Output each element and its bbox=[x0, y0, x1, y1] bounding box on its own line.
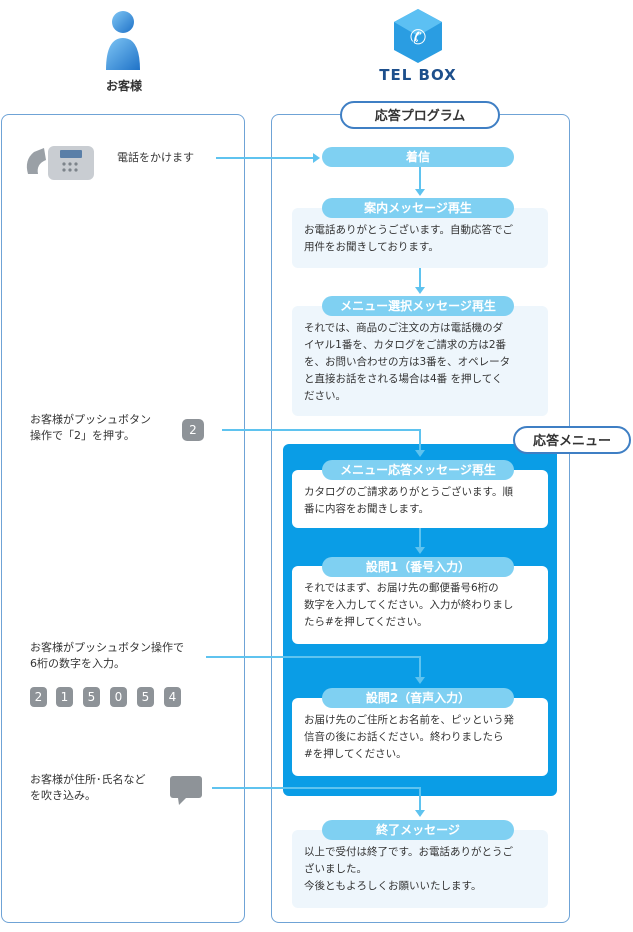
q2-line: 信音の後にお話ください。終わりましたら bbox=[304, 731, 504, 743]
end-line: ざいました。 bbox=[304, 863, 367, 875]
end-line: 以上で受付は終了です。お電話ありがとうご bbox=[304, 846, 513, 858]
key-2-button: 2 bbox=[182, 419, 204, 441]
guide-line: 用件をお聞きしております。 bbox=[304, 241, 439, 253]
flow-line bbox=[419, 528, 421, 548]
flow-arrow-icon bbox=[415, 810, 425, 817]
q1-message-box: それではまず、お届け先の郵便番号6桁の 数字を入力してください。入力が終わりまし… bbox=[292, 566, 548, 644]
voice-connector bbox=[212, 787, 421, 789]
select-line: を、お問い合わせの方は3番を、オペレータ bbox=[304, 356, 511, 368]
menu-line: 番に内容をお聞きします。 bbox=[304, 503, 429, 515]
flow-line bbox=[419, 167, 421, 190]
digit-key-label: 5 bbox=[87, 690, 96, 704]
flow-line bbox=[419, 429, 421, 451]
push2-text-line1: お客様がプッシュボタン bbox=[30, 413, 151, 426]
telephone-icon bbox=[24, 140, 96, 184]
svg-text:✆: ✆ bbox=[410, 25, 427, 49]
key-2-label: 2 bbox=[189, 423, 197, 437]
step-menu-title: メニュー応答メッセージ再生 bbox=[322, 460, 514, 480]
flow-arrow-icon bbox=[415, 189, 425, 196]
digit-key-label: 1 bbox=[60, 690, 69, 704]
digit-key: 4 bbox=[164, 687, 181, 707]
q2-message-box: お届け先のご住所とお名前を、ピッという発 信音の後にお話ください。終わりましたら… bbox=[292, 698, 548, 776]
select-line: ださい。 bbox=[304, 390, 346, 402]
flow-arrow-icon bbox=[415, 450, 425, 457]
digit-key-label: 2 bbox=[34, 690, 43, 704]
menu-label: 応答メニュー bbox=[513, 426, 631, 454]
digit-key: 1 bbox=[56, 687, 73, 707]
step-select-title: メニュー選択メッセージ再生 bbox=[322, 296, 514, 316]
step-guide-title: 案内メッセージ再生 bbox=[322, 198, 514, 218]
end-line: 今後ともよろしくお願いいたします。 bbox=[304, 880, 482, 892]
q1-line: たら#を押してください。 bbox=[304, 616, 428, 628]
q1-line: 数字を入力してください。入力が終わりまし bbox=[304, 599, 514, 611]
step-incoming: 着信 bbox=[322, 147, 514, 167]
end-message-box: 以上で受付は終了です。お電話ありがとうご ざいました。 今後ともよろしくお願いい… bbox=[292, 830, 548, 908]
select-line: それでは、商品のご注文の方は電話機のダ bbox=[304, 322, 504, 334]
q1-line: それではまず、お届け先の郵便番号6桁の bbox=[304, 582, 499, 594]
call-arrow-icon bbox=[313, 153, 320, 163]
q2-line: #を押してください。 bbox=[304, 748, 407, 760]
flow-arrow-icon bbox=[415, 547, 425, 554]
call-text: 電話をかけます bbox=[117, 151, 194, 164]
step-q1-title: 設問1（番号入力） bbox=[322, 557, 514, 577]
voice-text-line1: お客様が住所･氏名など bbox=[30, 773, 146, 786]
q2-line: お届け先のご住所とお名前を、ピッという発 bbox=[304, 714, 514, 726]
digit-key-label: 5 bbox=[141, 690, 150, 704]
guide-line: お電話ありがとうございます。自動応答でご bbox=[304, 224, 513, 236]
select-line: イヤル1番を、カタログをご請求の方は2番 bbox=[304, 339, 507, 351]
select-line: と直接お話をされる場合は4番 を押してく bbox=[304, 373, 503, 385]
flow-line bbox=[419, 787, 421, 811]
call-connector bbox=[216, 157, 314, 159]
customer-label: お客様 bbox=[105, 79, 142, 93]
speech-bubble-icon bbox=[170, 776, 202, 806]
step-end-title: 終了メッセージ bbox=[322, 820, 514, 840]
customer-icon bbox=[103, 8, 143, 72]
guide-message-box: お電話ありがとうございます。自動応答でご 用件をお聞きしております。 bbox=[292, 208, 548, 268]
program-label: 応答プログラム bbox=[340, 101, 500, 129]
flow-arrow-icon bbox=[415, 677, 425, 684]
push6-connector bbox=[206, 656, 421, 658]
push6-text-line1: お客様がプッシュボタン操作で bbox=[30, 641, 184, 654]
flow-line bbox=[419, 268, 421, 288]
customer-panel bbox=[1, 114, 245, 923]
step-q2-title: 設問2（音声入力） bbox=[322, 688, 514, 708]
flow-arrow-icon bbox=[415, 287, 425, 294]
push2-connector bbox=[222, 429, 421, 431]
digit-key: 0 bbox=[110, 687, 127, 707]
voice-text-line2: を吹き込み。 bbox=[30, 789, 96, 802]
menu-line: カタログのご請求ありがとうございます。順 bbox=[304, 486, 513, 498]
digit-key-label: 0 bbox=[114, 690, 123, 704]
flow-line bbox=[419, 656, 421, 678]
digit-key-label: 4 bbox=[168, 690, 177, 704]
telbox-logo-icon: ✆ bbox=[392, 8, 444, 64]
digit-key: 5 bbox=[137, 687, 154, 707]
push6-text-line2: 6桁の数字を入力。 bbox=[30, 657, 125, 670]
select-message-box: それでは、商品のご注文の方は電話機のダ イヤル1番を、カタログをご請求の方は2番… bbox=[292, 306, 548, 416]
telbox-brand: TEL BOX bbox=[379, 66, 457, 84]
digit-key: 2 bbox=[30, 687, 47, 707]
push2-text-line2: 操作で「2」を押す。 bbox=[30, 429, 135, 442]
digit-key: 5 bbox=[83, 687, 100, 707]
